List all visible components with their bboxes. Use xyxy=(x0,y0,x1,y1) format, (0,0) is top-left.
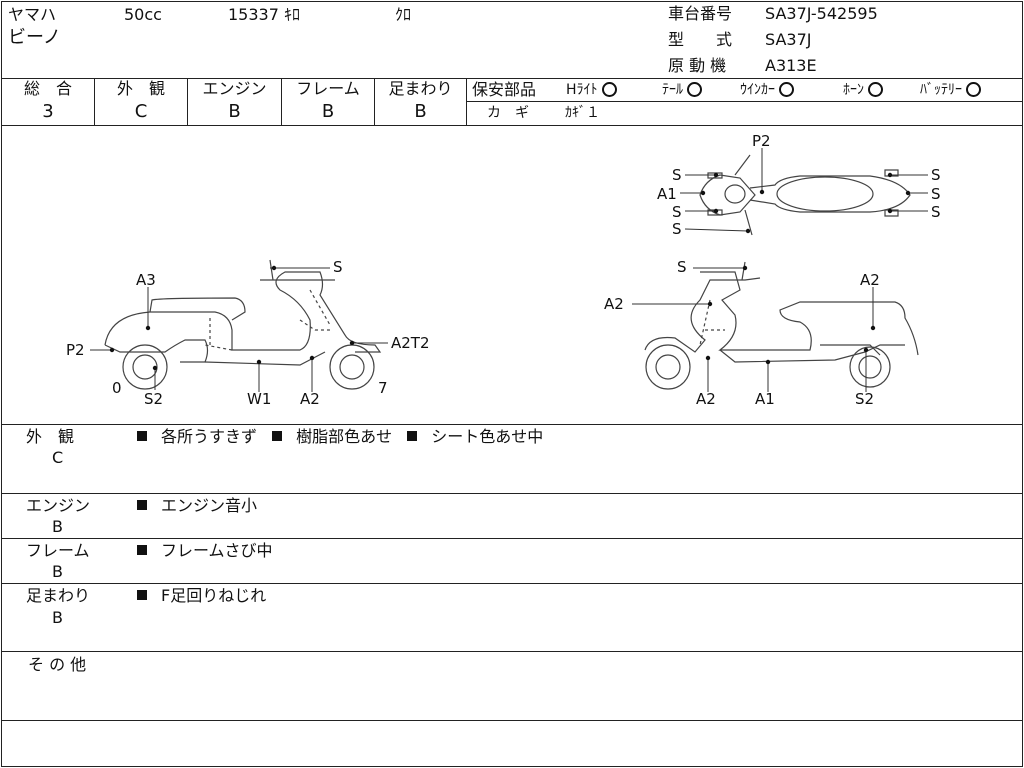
grade-frame-label: フレーム xyxy=(296,79,360,98)
label-s2-right: S2 xyxy=(855,390,874,408)
top-view-scooter xyxy=(699,154,911,236)
note-suspension-category: 足まわり xyxy=(26,586,91,605)
note-frame-category: フレーム xyxy=(26,541,90,560)
note-exterior-items: 各所うすきず 樹脂部色あせ シート色あせ中 xyxy=(137,428,543,446)
frame-no-value: SA37J-542595 xyxy=(765,4,878,23)
label-s-top-6: S xyxy=(931,203,941,221)
engine-value: A313E xyxy=(765,56,817,75)
label-a1-right: A1 xyxy=(755,390,775,408)
note-engine-items: エンジン音小 xyxy=(137,497,257,515)
label-w1: W1 xyxy=(247,390,271,408)
grade-exterior-label: 外 観 xyxy=(116,79,165,98)
bullet-icon xyxy=(407,430,418,441)
key-label: カ ギ xyxy=(487,105,529,121)
type-value: SA37J xyxy=(765,30,812,49)
label-a1-top: A1 xyxy=(657,185,677,203)
safety-battery: ﾊﾞｯﾃﾘｰ xyxy=(920,81,981,99)
label-s2-left: S2 xyxy=(144,390,163,408)
label-s-top-4: S xyxy=(931,166,941,184)
label-7: 7 xyxy=(378,379,388,397)
safety-headlight: Hﾗｲﾄ xyxy=(566,81,617,99)
safety-tail: ﾃｰﾙ xyxy=(662,81,702,99)
grade-engine-value: B xyxy=(228,101,241,122)
note-suspension-items: F足回りねじれ xyxy=(137,587,266,605)
frame-no-label: 車台番号 xyxy=(668,4,733,23)
label-0: 0 xyxy=(112,379,122,397)
label-s-top-2: S xyxy=(672,203,682,221)
displacement: 50cc xyxy=(124,5,162,24)
right-side-scooter xyxy=(644,261,919,390)
safety-horn: ﾎｰﾝ xyxy=(843,81,883,99)
grade-frame-value: B xyxy=(321,101,335,122)
note-other-category: そ の 他 xyxy=(28,655,87,674)
label-a3: A3 xyxy=(136,271,156,289)
label-s-top-3: S xyxy=(672,220,682,238)
note-exterior-category: 外 観 xyxy=(26,427,75,446)
label-s-right: S xyxy=(677,258,687,276)
grade-suspension-label: 足まわり xyxy=(388,79,453,98)
mileage: 15337 ｷﾛ xyxy=(228,5,300,24)
bullet-icon xyxy=(137,589,147,600)
left-side-scooter xyxy=(104,259,382,390)
note-frame-items: フレームさび中 xyxy=(137,542,273,560)
grade-total-label: 総 合 xyxy=(23,79,72,98)
winker-ok-icon xyxy=(779,81,794,97)
safety-winker: ｳｲﾝｶｰ xyxy=(740,81,794,99)
model-name: ビーノ xyxy=(8,27,61,48)
bullet-icon xyxy=(137,544,147,555)
note-suspension-grade: B xyxy=(52,608,63,627)
label-p2-top: P2 xyxy=(752,132,771,150)
bullet-icon xyxy=(272,430,283,441)
label-a2t2: A2T2 xyxy=(391,334,430,352)
label-a2-left: A2 xyxy=(300,390,320,408)
label-s-top-5: S xyxy=(931,185,941,203)
label-s-left: S xyxy=(333,258,343,276)
color: ｸﾛ xyxy=(395,5,412,24)
horn-ok-icon xyxy=(868,81,883,97)
damage-diagram: A3 P2 0 S2 W1 A2 7 S A2T2 S A2 A2 A2 A1 … xyxy=(66,132,941,408)
label-a2-right-rear: A2 xyxy=(860,271,880,289)
note-engine-grade: B xyxy=(52,517,63,536)
note-frame-grade: B xyxy=(52,562,63,581)
safety-label: 保安部品 xyxy=(472,80,537,99)
bullet-icon xyxy=(137,499,147,510)
bullet-icon xyxy=(137,430,147,441)
tail-ok-icon xyxy=(687,81,702,97)
engine-label: 原 動 機 xyxy=(668,56,727,75)
label-a2-right-bottom: A2 xyxy=(696,390,716,408)
grade-exterior-value: C xyxy=(134,101,148,122)
maker: ヤマハ xyxy=(8,5,57,24)
grade-suspension-value: B xyxy=(414,101,427,122)
grade-total-value: 3 xyxy=(42,101,54,122)
note-engine-category: エンジン xyxy=(26,496,91,515)
label-s-top-1: S xyxy=(672,166,682,184)
battery-ok-icon xyxy=(966,81,981,97)
label-a2-right-front: A2 xyxy=(604,295,624,313)
type-label: 型 式 xyxy=(668,30,733,49)
grade-engine-label: エンジン xyxy=(202,79,267,98)
headlight-ok-icon xyxy=(601,81,617,97)
note-exterior-grade: C xyxy=(52,448,64,467)
key-value: ｶｷﾞ１ xyxy=(565,105,600,121)
label-p2-left: P2 xyxy=(66,341,85,359)
